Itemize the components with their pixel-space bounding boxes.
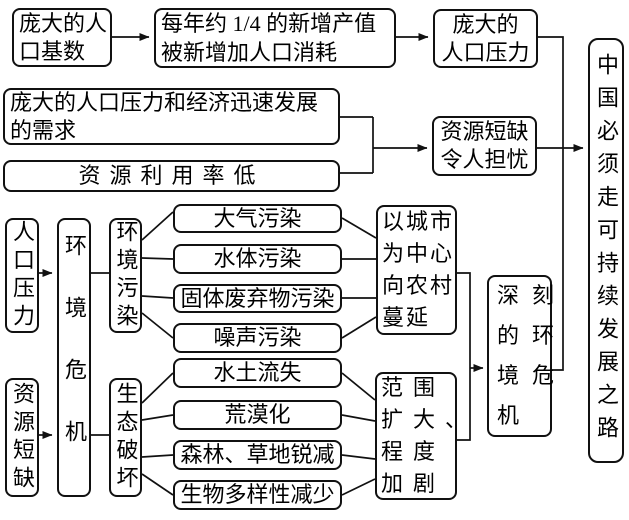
- node-air-pollution: 大气污染: [173, 204, 342, 233]
- node-noise-pollution: 噪声污染: [173, 323, 342, 353]
- fan-pollution-in: [341, 217, 377, 339]
- fan-damage-out: [141, 372, 174, 496]
- node-low-resource-utilization: 资源利用率低: [3, 160, 340, 192]
- node-biodiversity-loss: 生物多样性减少: [173, 480, 342, 510]
- node-resource-shortage-side: 资源短缺: [5, 378, 39, 497]
- node-profound-environment-crisis: 深刻 的环 境危 机: [487, 275, 554, 437]
- node-environment-crisis: 环境危机: [57, 218, 91, 497]
- node-sustainable-development-conclusion: 中国必须走可持续发展之路: [588, 38, 624, 463]
- node-population-base: 庞大的人 口基数: [12, 8, 112, 67]
- node-output-consumed: 每年约 1/4 的新增产值 被新增加人口消耗: [154, 8, 396, 68]
- node-resource-shortage-worry: 资源短缺 令人担忧: [432, 116, 537, 176]
- node-population-pressure: 庞大的 人口压力: [433, 9, 538, 68]
- node-urban-to-rural-spread: 以城市 为中心 向农村 蔓延: [376, 205, 457, 335]
- node-population-pressure-side: 人口压力: [5, 218, 39, 333]
- fan-pollution-out: [141, 211, 174, 339]
- node-soil-erosion: 水土流失: [173, 358, 342, 388]
- node-water-pollution: 水体污染: [173, 244, 342, 274]
- node-desertification: 荒漠化: [173, 400, 342, 430]
- node-forest-grassland-decline: 森林、草地锐减: [173, 440, 342, 470]
- fan-damage-in: [341, 372, 376, 496]
- bracket-demand-utilization: [340, 116, 374, 174]
- collector-right-line: [538, 36, 564, 371]
- node-pressure-economic-demand: 庞大的人口压力和经济迅速发展 的需求: [3, 88, 340, 145]
- node-environmental-pollution: 环境污染: [109, 218, 142, 333]
- node-ecological-damage: 生态破坏: [109, 378, 142, 497]
- node-solid-waste-pollution: 固体废弃物污染: [173, 284, 342, 313]
- collector-mid-line: [457, 272, 484, 441]
- node-scope-expanding-intensifying: 范围 扩大、 程度 加剧: [375, 372, 467, 500]
